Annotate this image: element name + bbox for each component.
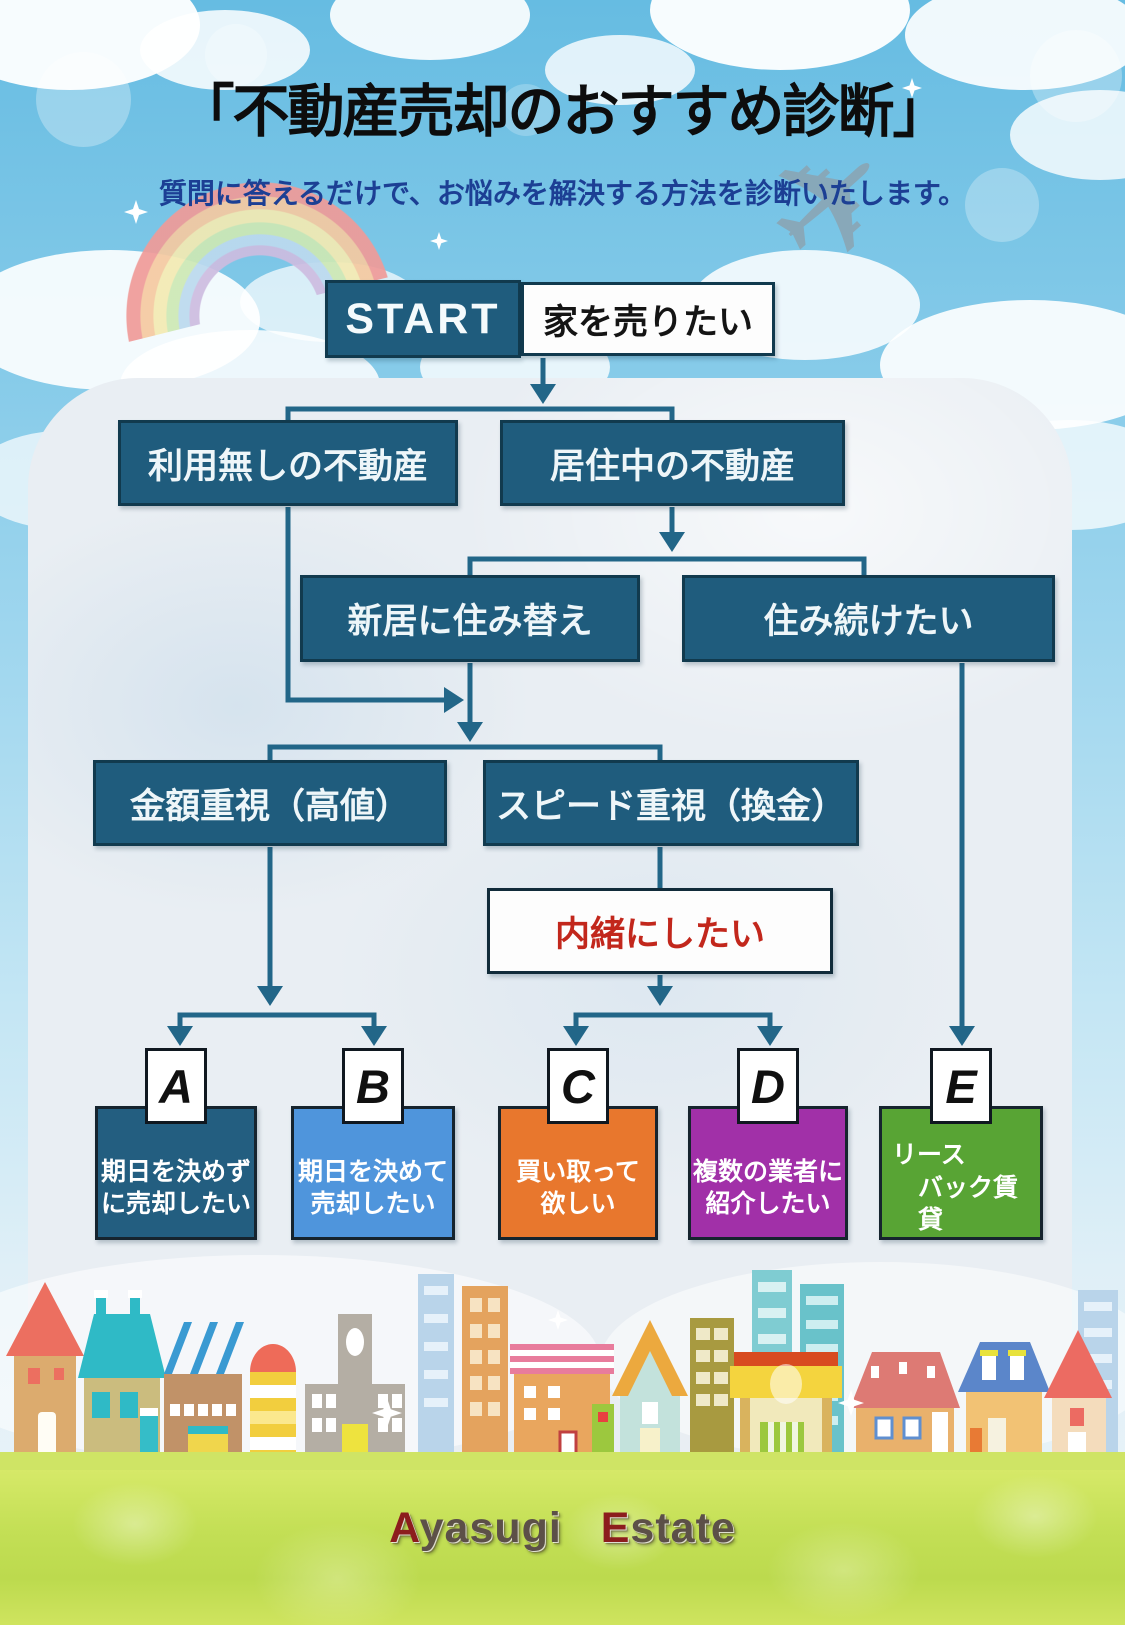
result-box-b: 期日を決めて 売却したい (291, 1106, 455, 1240)
page-title: 「不動産売却のおすすめ診断」 (177, 80, 950, 144)
result-box-d: 複数の業者に 紹介したい (688, 1106, 848, 1240)
result-text-line1: 買い取って (516, 1157, 640, 1186)
start-node: START (325, 280, 521, 358)
node-label: スピード重視（換金） (495, 786, 846, 826)
result-text-line2: バック賃貸 (918, 1173, 1019, 1235)
result-tag-d: D (737, 1048, 799, 1124)
node-label: 新居に住み替え (347, 602, 593, 641)
result-tag-e: E (930, 1048, 992, 1124)
node-stay: 住み続けたい (682, 575, 1055, 662)
result-text-line2: 欲しい (540, 1190, 616, 1218)
result-tag-a: A (145, 1048, 207, 1124)
node-label: 金額重視（高値） (129, 786, 410, 826)
node-relocate: 新居に住み替え (300, 575, 640, 662)
statement-label: 家を売りたい (542, 302, 753, 342)
result-text-line2: に売却したい (100, 1190, 251, 1218)
grass-field (0, 1470, 1125, 1625)
node-occupied-property: 居住中の不動産 (500, 420, 845, 506)
result-text-line2: 売却したい (310, 1190, 436, 1218)
result-text-line1: 期日を決めて (297, 1157, 448, 1186)
brand-word-1: Ayasugi (389, 1504, 562, 1552)
brand-logo: Ayasugi Estate (0, 1504, 1125, 1553)
result-box-c: 買い取って 欲しい (498, 1106, 658, 1240)
node-label: 内緒にしたい (554, 914, 765, 954)
result-text-line1: 複数の業者に (692, 1157, 843, 1186)
node-label: 居住中の不動産 (549, 446, 795, 486)
node-speed-priority: スピード重視（換金） (483, 760, 859, 846)
node-unused-property: 利用無しの不動産 (118, 420, 458, 506)
result-text-line2: 紹介したい (705, 1190, 831, 1218)
result-text-line1: リース (892, 1141, 966, 1170)
result-tag-b: B (342, 1048, 404, 1124)
result-text-line1: 期日を決めず (100, 1157, 251, 1186)
town-illustration (0, 1270, 1125, 1480)
node-keep-secret: 内緒にしたい (487, 888, 833, 974)
result-box-a: 期日を決めず に売却したい (95, 1106, 257, 1240)
node-label: 利用無しの不動産 (147, 446, 428, 486)
statement-node-sell-house: 家を売りたい (521, 282, 775, 356)
node-label: 住み続けたい (763, 602, 974, 641)
result-box-e: リース バック賃貸 (879, 1106, 1043, 1240)
node-price-priority: 金額重視（高値） (93, 760, 447, 846)
page-subtitle: 質問に答えるだけで、お悩みを解決する方法を診断いたします。 (158, 178, 967, 209)
start-node-label: START (345, 294, 501, 343)
result-tag-c: C (547, 1048, 609, 1124)
front-buildings (6, 1282, 1112, 1466)
brand-word-2: Estate (600, 1504, 736, 1552)
